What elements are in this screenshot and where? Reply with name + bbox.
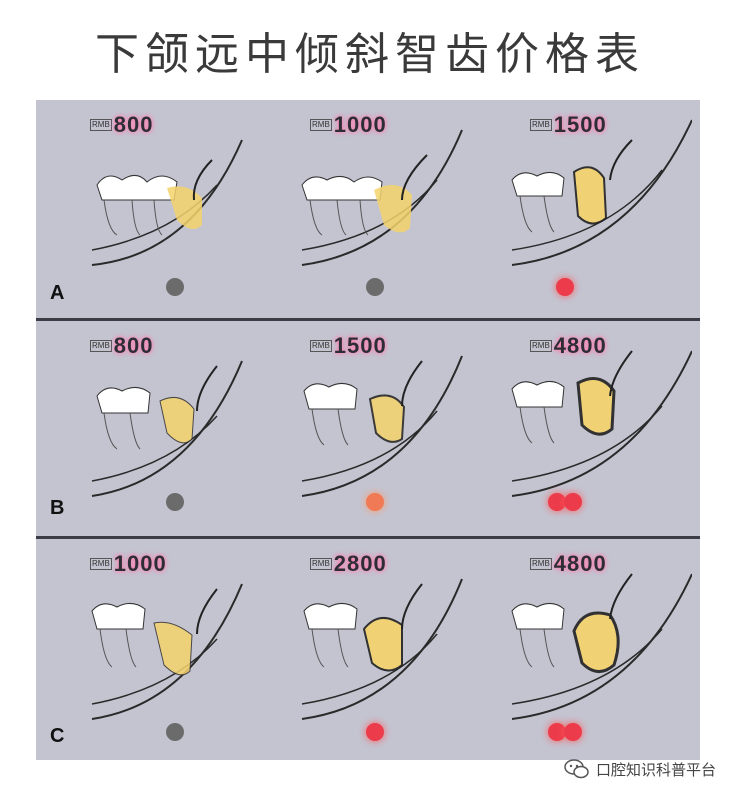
row-divider	[36, 318, 700, 321]
rmb-tag: RMB	[90, 340, 112, 352]
rmb-tag: RMB	[90, 558, 112, 570]
row-a: A RMB 800	[36, 100, 700, 318]
watermark-text: 口腔知识科普平台	[595, 760, 716, 779]
tooth-case-c2: RMB 2800	[262, 539, 472, 749]
price-label: RMB 800	[90, 333, 154, 359]
price-label: RMB 4800	[530, 333, 607, 359]
rmb-tag: RMB	[530, 340, 552, 352]
difficulty-indicator	[366, 723, 384, 741]
price-label: RMB 1000	[90, 551, 167, 577]
row-b: B RMB 800	[36, 321, 700, 536]
row-letter: A	[50, 282, 65, 304]
price-label: RMB 1500	[530, 112, 607, 138]
price-label: RMB 1500	[310, 333, 387, 359]
tooth-case-c1: RMB 1000	[42, 539, 252, 749]
tooth-illustration	[301, 129, 463, 266]
price-value: 4800	[553, 551, 607, 576]
tooth-illustration	[511, 350, 692, 497]
tooth-illustration	[511, 119, 692, 266]
price-value: 1000	[333, 112, 387, 137]
rmb-tag: RMB	[90, 119, 112, 131]
price-value: 800	[113, 112, 154, 137]
price-label: RMB 2800	[310, 551, 387, 577]
rmb-tag: RMB	[530, 119, 552, 131]
row-divider	[36, 536, 700, 539]
price-label: RMB 800	[90, 112, 154, 138]
price-value: 2800	[333, 551, 387, 576]
tooth-case-c3: RMB 4800	[482, 539, 692, 749]
tooth-case-b1: RMB 800	[42, 321, 252, 531]
row-letter: B	[50, 497, 65, 519]
watermark: 口腔知识科普平台	[564, 758, 716, 780]
page-title: 下颌远中倾斜智齿价格表	[95, 29, 645, 80]
difficulty-indicator	[166, 493, 184, 511]
difficulty-indicator	[556, 278, 574, 296]
tooth-case-b2: RMB 1500	[262, 321, 472, 531]
price-value: 1500	[333, 333, 387, 358]
rmb-tag: RMB	[310, 119, 332, 131]
price-chart-board: A RMB 800	[36, 100, 700, 760]
tooth-case-a1: RMB 800	[42, 100, 252, 310]
difficulty-indicator	[366, 493, 384, 511]
row-letter: C	[50, 725, 65, 747]
difficulty-indicator	[166, 278, 184, 296]
price-label: RMB 1000	[310, 112, 387, 138]
row-c: C RMB 1000	[36, 539, 700, 760]
tooth-case-a2: RMB 1000	[262, 100, 472, 310]
tooth-case-b3: RMB 4800	[482, 321, 692, 531]
rmb-tag: RMB	[310, 340, 332, 352]
difficulty-indicator	[548, 723, 584, 741]
difficulty-indicator	[548, 493, 584, 511]
difficulty-indicator	[166, 723, 184, 741]
rmb-tag: RMB	[530, 558, 552, 570]
difficulty-indicator	[366, 278, 384, 296]
price-value: 1000	[113, 551, 167, 576]
tooth-illustration	[91, 583, 243, 720]
rmb-tag: RMB	[310, 558, 332, 570]
price-label: RMB 4800	[530, 551, 607, 577]
wechat-icon	[564, 759, 589, 779]
price-value: 1500	[553, 112, 607, 137]
price-value: 4800	[553, 333, 607, 358]
tooth-illustration	[301, 355, 463, 497]
tooth-illustration	[91, 360, 243, 497]
tooth-case-a3: RMB 1500	[482, 100, 692, 310]
tooth-illustration	[301, 578, 463, 720]
tooth-illustration	[511, 573, 692, 720]
price-value: 800	[113, 333, 154, 358]
tooth-illustration	[91, 139, 243, 266]
